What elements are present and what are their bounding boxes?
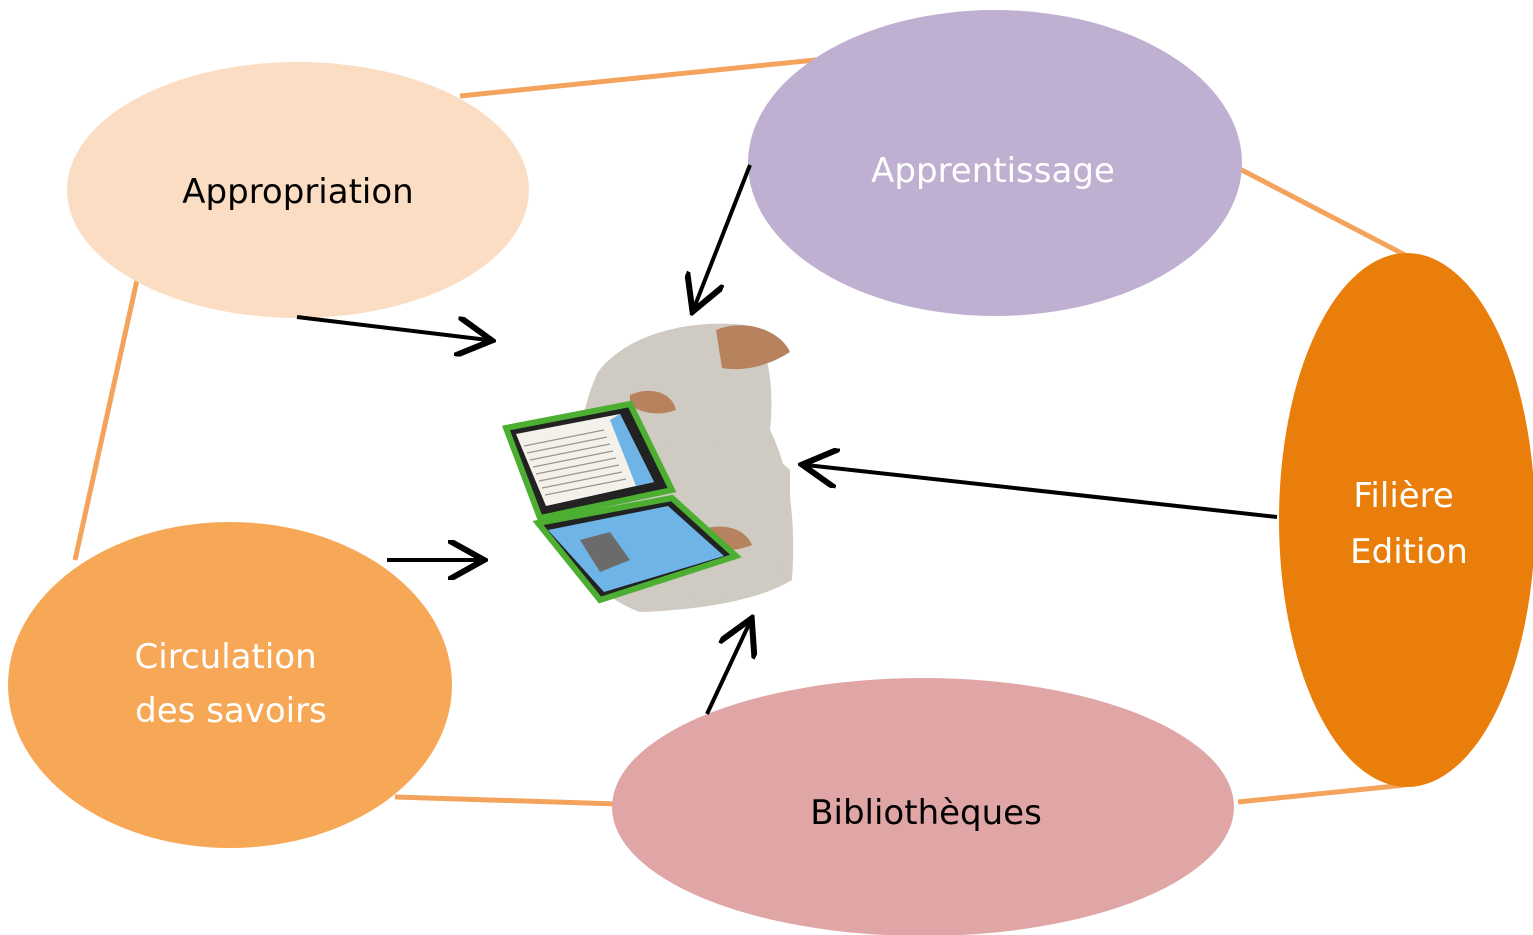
connector-appropriation-apprentissage [459,55,836,99]
circulation-savoirs-node [8,522,452,848]
connector-apprentissage-filiere [1236,165,1407,258]
apprentissage-node [748,10,1242,316]
connector-filiere-bibliotheques [1237,782,1406,805]
filiere-edition-node [1279,253,1533,787]
apprentissage-label: Apprentissage [871,151,1115,191]
circulation-savoirs-label: Circulation des savoirs [135,637,328,731]
bibliotheques-label: Bibliothèques [810,793,1042,833]
appropriation-label: Appropriation [182,172,413,212]
arrows [296,164,1278,715]
bibliotheques-node [612,678,1234,935]
appropriation-node [67,62,529,318]
filiere-edition-label: Filière Edition [1350,476,1468,572]
connector-lines [72,55,1407,807]
arrow-from-bibliotheques [705,622,750,715]
connector-circulation-appropriation [72,279,140,561]
child-with-tablet-icon [492,320,798,612]
arrow-from-filiere-edition [806,465,1278,519]
connector-bibliotheques-circulation [394,794,619,807]
arrow-from-apprentissage [694,164,752,308]
arrow-from-appropriation [296,315,488,340]
